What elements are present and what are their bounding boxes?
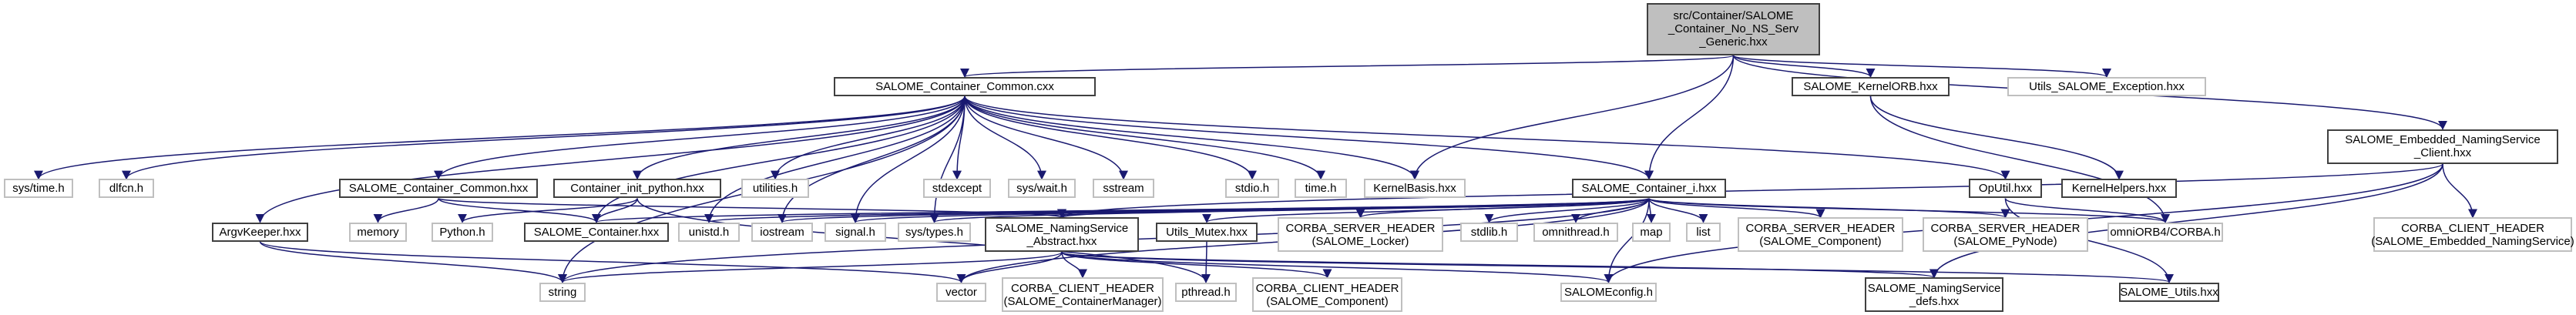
node-utils-mutex[interactable]: Utils_Mutex.hxx (1156, 222, 1258, 242)
node-pythonh: Python.h (432, 222, 493, 242)
edge-argvkeeper-to-vector (259, 240, 966, 283)
node-ns-defs[interactable]: SALOME_NamingService _defs.hxx (1865, 277, 2003, 313)
edge-ns_abstract-to-salomeconfig (1061, 251, 1614, 283)
edge-common_cxx-to-stdio (964, 96, 1257, 180)
edge-common_cxx-to-common_hxx (434, 96, 966, 180)
node-server-component: CORBA_SERVER_HEADER (SALOME_Component) (1738, 217, 1903, 253)
edge-common_cxx-to-argvkeeper (255, 96, 966, 223)
node-pthread: pthread.h (1175, 282, 1237, 302)
node-server-pynode: CORBA_SERVER_HEADER (SALOME_PyNode) (1923, 217, 2088, 253)
edge-ns_abstract-to-client_component (1061, 251, 1332, 279)
edge-init_python-to-pythonh (458, 197, 638, 223)
edge-common_cxx-to-systypes (929, 96, 966, 223)
edge-ns_abstract-to-string (558, 251, 1063, 283)
node-client-embedded: CORBA_CLIENT_HEADER (SALOME_Embedded_Nam… (2371, 217, 2574, 253)
edge-container_i-to-omniorb (1648, 197, 2170, 223)
edge-utils_mutex-to-pthread (1201, 241, 1211, 283)
edge-common_hxx-to-memory (373, 198, 439, 223)
edge-common_cxx-to-dlfcn (122, 96, 966, 180)
edge-embedded-to-ns_defs (1929, 163, 2443, 279)
edge-common_cxx-to-container_i (964, 96, 1654, 180)
node-sstream: sstream (1093, 179, 1154, 199)
edge-kernelorb-to-kernelhelpers (1869, 96, 2124, 180)
node-vector: vector (936, 282, 986, 302)
edge-common_cxx-to-signal (851, 96, 966, 223)
node-stdlib: stdlib.h (1460, 222, 1518, 242)
node-argvkeeper[interactable]: ArgvKeeper.hxx (212, 222, 308, 242)
node-client-component: CORBA_CLIENT_HEADER (SALOME_Component) (1252, 277, 1402, 313)
edge-container_i-to-systypes (930, 197, 1650, 223)
node-memory: memory (349, 222, 407, 242)
node-iostream: iostream (751, 222, 813, 242)
edge-embedded-to-ns_abstract (1057, 163, 2443, 219)
node-init-python[interactable]: Container_init_python.hxx (553, 179, 721, 199)
node-stdio: stdio.h (1225, 179, 1279, 199)
edge-root-to-container_i (1644, 55, 1735, 180)
node-syswait: sys/wait.h (1008, 179, 1076, 199)
edge-common_hxx-to-container_hxx (438, 197, 601, 223)
edge-ns_abstract-to-vector (956, 252, 1063, 283)
node-embedded[interactable]: SALOME_Embedded_NamingService _Client.hx… (2327, 129, 2558, 164)
node-dlfcn: dlfcn.h (99, 179, 154, 199)
node-utilities: utilities.h (741, 179, 809, 199)
node-ns-abstract[interactable]: SALOME_NamingService _Abstract.hxx (985, 217, 1139, 253)
edge-common_cxx-to-init_python (633, 96, 966, 180)
edge-container_i-to-server_locker (1355, 197, 1650, 219)
node-systypes: sys/types.h (898, 222, 971, 242)
node-common-cxx[interactable]: SALOME_Container_Common.cxx (834, 76, 1096, 96)
node-timeh: time.h (1295, 179, 1347, 199)
edge-oputil-to-omniorb (2004, 197, 2170, 223)
node-map: map (1632, 222, 1671, 242)
edge-root-to-kernelbasis (1410, 55, 1735, 180)
node-signal: signal.h (825, 222, 886, 242)
edge-common_cxx-to-utilities (771, 96, 966, 180)
node-common-hxx[interactable]: SALOME_Container_Common.hxx (339, 179, 538, 199)
node-oputil[interactable]: OpUtil.hxx (1969, 179, 2042, 199)
node-systime: sys/time.h (4, 179, 73, 199)
edge-root-to-utils_exc (1732, 55, 2111, 79)
edge-root-to-kernelorb (1732, 55, 1876, 79)
edge-container_i-to-list (1648, 198, 1708, 223)
node-kernelorb[interactable]: SALOME_KernelORB.hxx (1792, 76, 1950, 96)
edge-embedded-to-client_embedded (2442, 163, 2477, 219)
node-kernelbasis: KernelBasis.hxx (1364, 179, 1466, 199)
edge-common_cxx-to-systime (34, 96, 966, 180)
node-salomeconfig: SALOMEconfig.h (1560, 282, 1657, 302)
node-server-locker: CORBA_SERVER_HEADER (SALOME_Locker) (1278, 217, 1443, 253)
node-list: list (1686, 222, 1721, 242)
edge-container_i-to-stdlib (1484, 197, 1650, 223)
node-container-i[interactable]: SALOME_Container_i.hxx (1572, 179, 1726, 199)
edge-common_cxx-to-kernelbasis (964, 96, 1419, 180)
edge-ns_abstract-to-utils (1061, 251, 2174, 283)
edge-ns_abstract-to-client_containermanager (1061, 252, 1087, 279)
edge-argvkeeper-to-string (259, 241, 567, 283)
edge-common_cxx-to-unistd (704, 96, 966, 223)
edge-common_cxx-to-container_hxx (592, 96, 966, 223)
node-container-hxx[interactable]: SALOME_Container.hxx (524, 222, 669, 242)
node-client-containermanager: CORBA_CLIENT_HEADER (SALOME_ContainerMan… (1002, 277, 1164, 313)
node-utils-exc: Utils_SALOME_Exception.hxx (2007, 76, 2206, 96)
node-kernelhelpers[interactable]: KernelHelpers.hxx (2061, 179, 2177, 199)
node-omniorb: omniORB4/CORBA.h (2107, 222, 2223, 242)
node-root[interactable]: src/Container/SALOME _Container_No_NS_Se… (1647, 2, 1820, 55)
node-omnithread: omnithread.h (1533, 222, 1618, 242)
node-utils[interactable]: SALOME_Utils.hxx (2119, 282, 2219, 302)
edge-root-to-common_cxx (960, 55, 1735, 79)
edge-common_cxx-to-oputil (964, 96, 2010, 180)
edge-container_i-to-ns_abstract (1057, 197, 1650, 219)
node-unistd: unistd.h (678, 222, 740, 242)
edge-common_cxx-to-timeh (964, 96, 1325, 180)
edge-common_cxx-to-sstream (964, 96, 1128, 180)
edge-kernelorb-to-omniorb (1869, 96, 2170, 223)
node-stdexcept: stdexcept (923, 179, 991, 199)
edge-common_cxx-to-syswait (964, 96, 1046, 180)
edge-container_i-to-server_component (1648, 197, 1825, 219)
node-string: string (539, 282, 586, 302)
edge-container_i-to-salomeconfig (1604, 198, 1650, 283)
